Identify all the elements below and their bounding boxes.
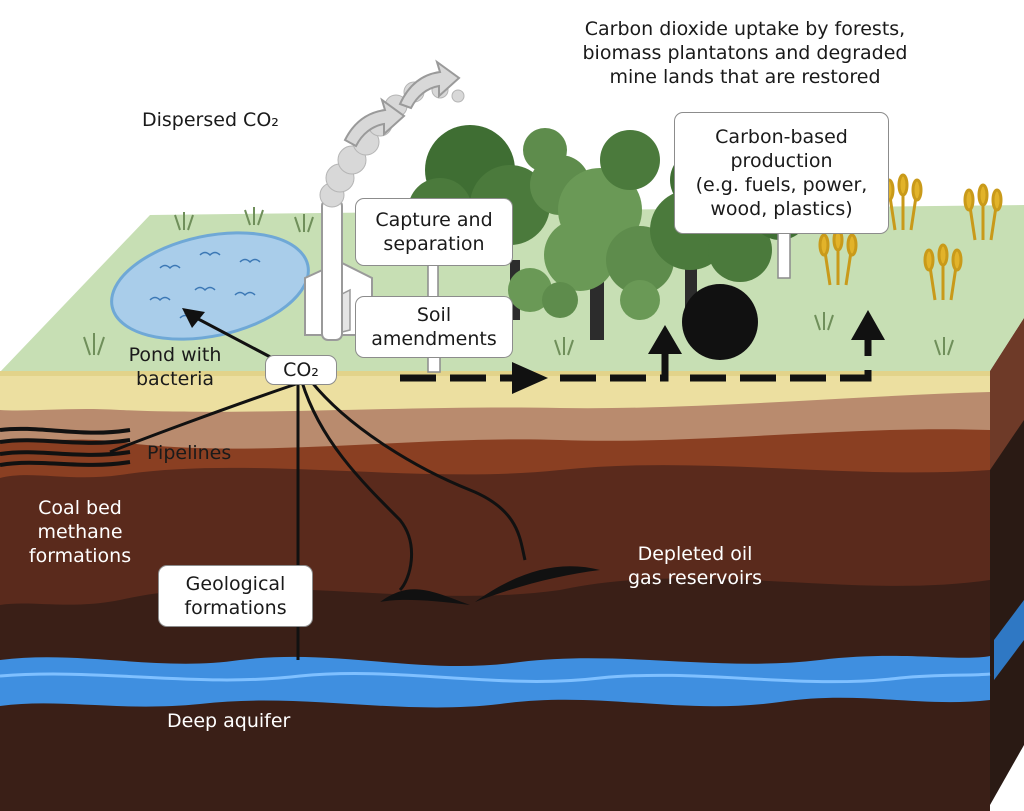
- aquifer-band: [0, 655, 991, 708]
- coal-bed-label: Coal bed methane formations: [28, 497, 132, 567]
- dashed-arrows: [400, 330, 872, 382]
- pipelines-label: Pipelines: [147, 442, 232, 464]
- callout-tails: [427, 231, 791, 373]
- chimney: [321, 199, 343, 341]
- deep-aquifer-label: Deep aquifer: [167, 710, 291, 732]
- co2-box: CO₂: [265, 355, 337, 385]
- pipelines: [0, 426, 131, 467]
- block-right-side: [990, 318, 1024, 805]
- arrow-heads: [512, 310, 885, 394]
- co2-line-ends: [182, 308, 600, 605]
- grass-tufts: [83, 207, 954, 356]
- geological-formations-box: Geological formations: [158, 565, 313, 627]
- soil-amendments-box: Soil amendments: [355, 296, 513, 358]
- pond-label: Pond with bacteria: [128, 344, 222, 390]
- carbon-production-box: Carbon-based production (e.g. fuels, pow…: [674, 112, 889, 234]
- factory: [304, 199, 373, 341]
- capture-separation-box: Capture and separation: [355, 198, 513, 266]
- uptake-label: Carbon dioxide uptake by forests, biomas…: [582, 18, 908, 88]
- pond: [110, 231, 310, 341]
- dispersed-co2-label: Dispersed CO₂: [142, 109, 279, 131]
- smoke-arrows: [343, 59, 461, 148]
- depleted-reservoirs-label: Depleted oil gas reservoirs: [628, 543, 762, 589]
